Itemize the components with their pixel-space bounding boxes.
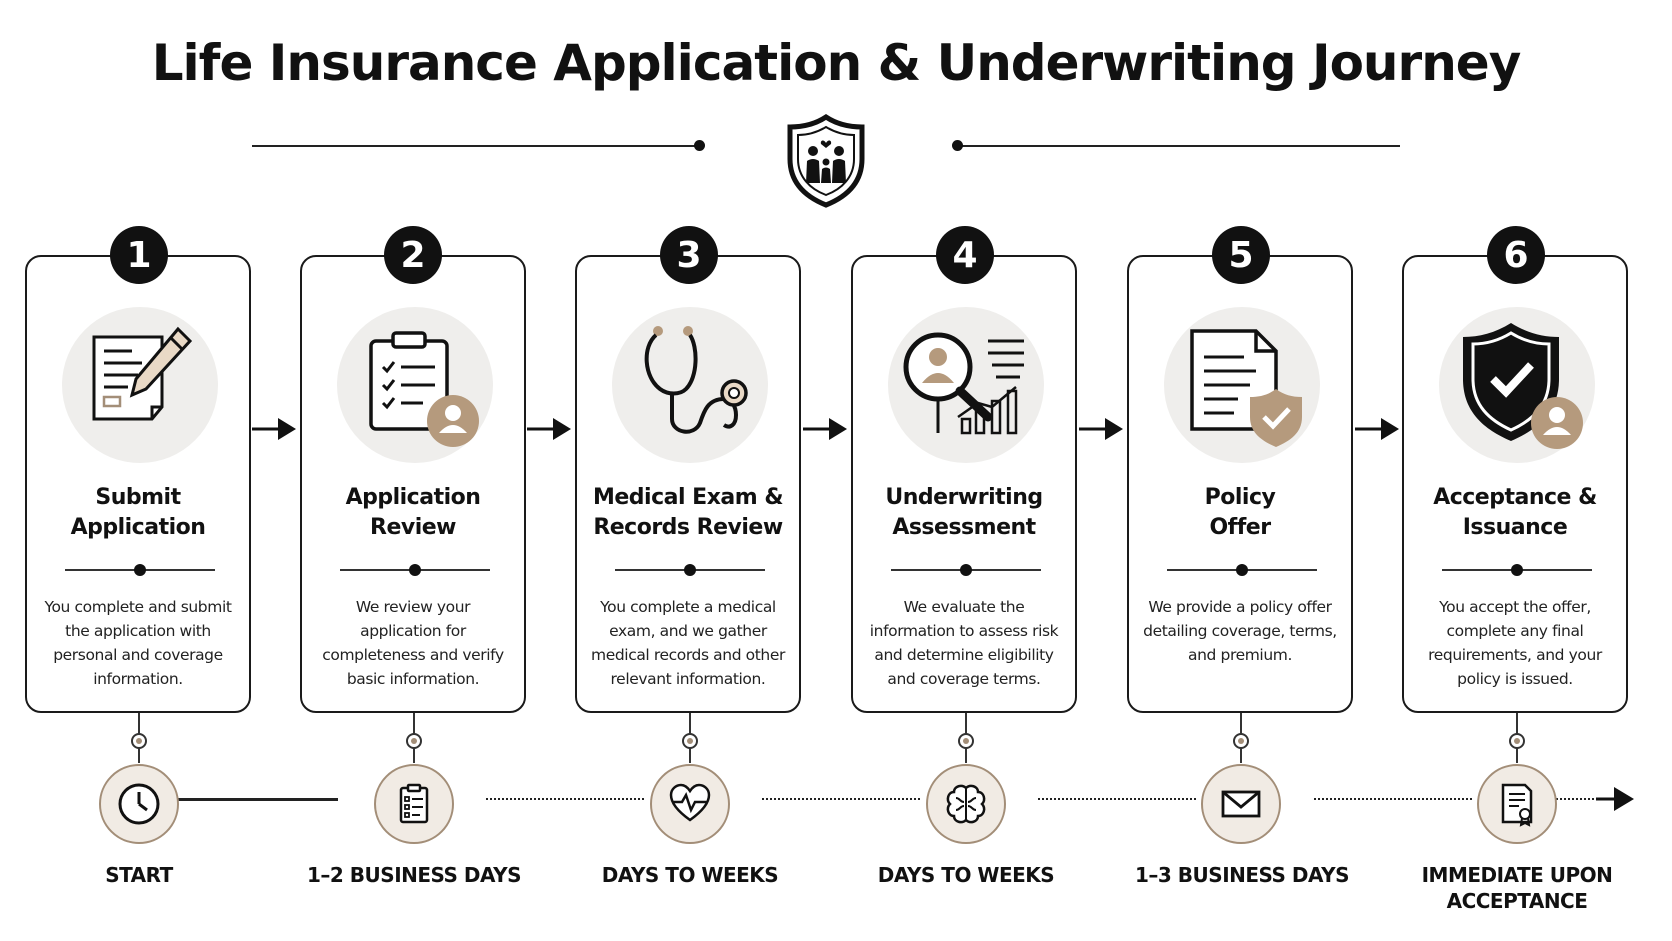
step-description: We evaluate the information to assess ri… (869, 598, 1059, 688)
timeline-marker (650, 764, 730, 844)
step-title-line1: Medical Exam & (592, 485, 784, 510)
timeline-label-line1: IMMEDIATE UPON (1421, 863, 1613, 887)
step-card-medical-exam: Medical Exam & Records Review You comple… (575, 255, 801, 713)
header-divider-right (958, 145, 1400, 147)
timeline-marker (926, 764, 1006, 844)
step-number-badge: 4 (936, 226, 994, 284)
step-title-line2: Review (370, 515, 457, 540)
step-description: You complete and submit the application … (44, 598, 232, 688)
step-title-line2: Issuance (1462, 515, 1568, 540)
timeline-label: 1–3 BUSINESS DAYS (1135, 863, 1349, 887)
step-description: You complete a medical exam, and we gath… (591, 598, 785, 688)
step-number-badge: 3 (660, 226, 718, 284)
timeline-node (406, 733, 422, 749)
step-number-badge: 1 (110, 226, 168, 284)
page-title: Life Insurance Application & Underwritin… (151, 34, 1522, 92)
timeline-segment (486, 798, 644, 800)
card-divider-dot (1236, 564, 1248, 576)
step-number-badge: 2 (384, 226, 442, 284)
timeline-label: 1–2 BUSINESS DAYS (307, 863, 521, 887)
step-title-line1: Submit (95, 485, 181, 510)
timeline-node (682, 733, 698, 749)
card-divider-dot (134, 564, 146, 576)
step-card-underwriting-assessment: Underwriting Assessment We evaluate the … (851, 255, 1077, 713)
envelope-icon (1221, 790, 1261, 818)
timeline-node (131, 733, 147, 749)
step-number-badge: 6 (1487, 226, 1545, 284)
step-title-line1: Acceptance & (1433, 485, 1597, 510)
magnifier-analytics-icon (903, 332, 1024, 435)
timeline-node (1509, 733, 1525, 749)
card-divider-dot (409, 564, 421, 576)
timeline-label: DAYS TO WEEKS (601, 863, 779, 887)
timeline-marker (1477, 764, 1557, 844)
timeline-node (1233, 733, 1249, 749)
card-divider-dot (1511, 564, 1523, 576)
step-title-line1: Application (345, 485, 481, 510)
clipboard-icon (399, 783, 429, 824)
timeline-marker (1201, 764, 1281, 844)
header-divider-dot-right (952, 140, 963, 151)
heartbeat-icon (669, 783, 711, 822)
document-shield-icon (1190, 329, 1302, 447)
step-number-badge: 5 (1212, 226, 1270, 284)
card-divider-dot (684, 564, 696, 576)
header-divider-dot-left (694, 140, 705, 151)
timeline-marker (374, 764, 454, 844)
timeline-label-line2: ACCEPTANCE (1446, 889, 1588, 913)
step-card-policy-offer: Policy Offer We provide a policy offer d… (1127, 255, 1353, 713)
step-title-line2: Offer (1209, 515, 1271, 540)
step-title-line1: Underwriting (885, 485, 1043, 510)
timeline-label: IMMEDIATE UPON ACCEPTANCE (1397, 862, 1637, 914)
clock-icon (118, 783, 160, 825)
step-card-submit-application: Submit Application You complete and subm… (25, 255, 251, 713)
clipboard-checklist-user-icon (369, 331, 479, 447)
timeline-segment (1038, 798, 1196, 800)
application-form-pen-icon (92, 326, 193, 421)
timeline-node (958, 733, 974, 749)
header-divider-left (252, 145, 700, 147)
family-shield-icon (787, 113, 865, 208)
flow-arrow-icon (527, 418, 571, 440)
step-card-acceptance-issuance: Acceptance & Issuance You accept the off… (1402, 255, 1628, 713)
timeline-segment (1552, 798, 1602, 800)
step-title-line1: Policy (1204, 485, 1276, 510)
timeline-marker (99, 764, 179, 844)
timeline-segment (178, 798, 338, 801)
timeline-label: DAYS TO WEEKS (877, 863, 1055, 887)
timeline-segment (1314, 798, 1472, 800)
timeline-segment (762, 798, 920, 800)
timeline-arrow-icon (1596, 787, 1634, 811)
step-title-line2: Records Review (593, 515, 783, 540)
flow-arrow-icon (803, 418, 847, 440)
flow-arrow-icon (252, 418, 296, 440)
card-divider-dot (960, 564, 972, 576)
step-title-line2: Application (70, 515, 206, 540)
shield-check-user-icon (1463, 323, 1583, 449)
step-card-application-review: Application Review We review your applic… (300, 255, 526, 713)
brain-icon (946, 784, 986, 824)
step-description: We provide a policy offer detailing cove… (1143, 598, 1337, 664)
timeline-label: START (105, 863, 173, 887)
step-description: We review your application for completen… (322, 598, 504, 688)
certificate-icon (1501, 783, 1533, 827)
flow-arrow-icon (1079, 418, 1123, 440)
step-description: You accept the offer, complete any final… (1428, 598, 1602, 688)
flow-arrow-icon (1355, 418, 1399, 440)
step-title-line2: Assessment (892, 515, 1036, 540)
stethoscope-icon (644, 326, 748, 434)
